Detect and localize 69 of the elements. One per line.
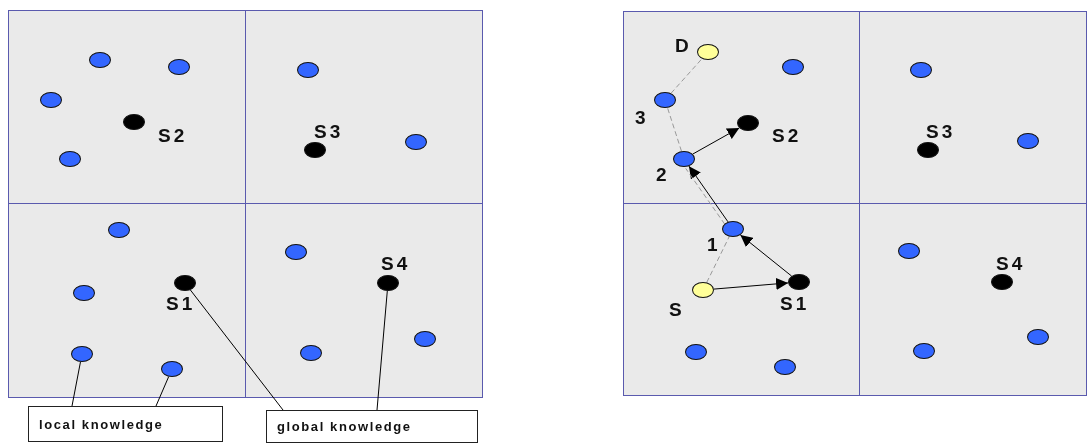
node-label: S3 <box>314 122 344 141</box>
peer-node <box>673 151 695 167</box>
node-label: 2 <box>656 165 670 184</box>
peer-node <box>168 59 190 75</box>
server-node <box>123 114 145 130</box>
node-label: D <box>675 36 692 55</box>
server-node <box>174 275 196 291</box>
peer-node <box>108 222 130 238</box>
server-node <box>737 115 759 131</box>
node-label: S2 <box>772 126 802 145</box>
node-label: S1 <box>166 294 196 313</box>
grid-cell <box>245 10 483 204</box>
arrow <box>739 234 793 277</box>
peer-node <box>73 285 95 301</box>
node-label: S4 <box>381 254 411 273</box>
node-label: S1 <box>780 294 810 313</box>
grid-cell <box>8 203 246 398</box>
peer-node <box>300 345 322 361</box>
connector-line <box>706 236 730 283</box>
server-node <box>304 142 326 158</box>
peer-node <box>40 92 62 108</box>
peer-node <box>685 344 707 360</box>
peer-node <box>414 331 436 347</box>
node-label: S2 <box>158 126 188 145</box>
leader-line <box>189 289 284 411</box>
server-node <box>788 274 810 290</box>
grid-cell <box>623 11 860 204</box>
grid-cell <box>623 203 860 396</box>
grid-cell <box>859 11 1087 204</box>
peer-node <box>1027 329 1049 345</box>
connector-line <box>670 58 703 94</box>
callout-text: local knowledge <box>39 416 164 432</box>
peer-node <box>654 92 676 108</box>
node-label: S4 <box>996 254 1026 273</box>
grid-cell <box>245 203 483 398</box>
server-node <box>917 142 939 158</box>
peer-node <box>782 59 804 75</box>
leader-line <box>376 290 388 411</box>
peer-node <box>913 343 935 359</box>
server-node <box>991 274 1013 290</box>
callout-box <box>28 406 223 442</box>
peer-node <box>1017 133 1039 149</box>
peer-node <box>71 346 93 362</box>
callout-text: global knowledge <box>277 419 412 434</box>
peer-node <box>405 134 427 150</box>
endpoint-node <box>692 282 714 298</box>
node-label: S3 <box>926 122 956 141</box>
peer-node <box>898 243 920 259</box>
arrow <box>713 277 789 290</box>
connector-line <box>667 107 682 152</box>
peer-node <box>161 361 183 377</box>
node-label: 3 <box>635 108 649 127</box>
peer-node <box>910 62 932 78</box>
arrow <box>692 127 740 155</box>
node-label: S <box>669 300 685 319</box>
peer-node <box>297 62 319 78</box>
peer-node <box>285 244 307 260</box>
peer-node <box>89 52 111 68</box>
peer-node <box>59 151 81 167</box>
grid-cell <box>859 203 1087 396</box>
leader-line <box>71 361 81 407</box>
peer-node <box>774 359 796 375</box>
leader-line <box>155 376 170 407</box>
endpoint-node <box>697 44 719 60</box>
callout-box <box>266 410 478 443</box>
node-label: 1 <box>707 235 721 254</box>
peer-node <box>722 221 744 237</box>
server-node <box>377 275 399 291</box>
grid-cell <box>8 10 246 204</box>
